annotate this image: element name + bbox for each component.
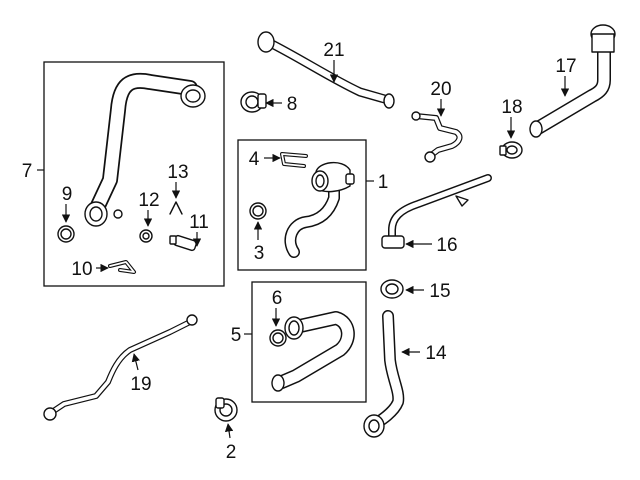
- callout-17: 17: [555, 56, 576, 77]
- group-box-1: [237, 139, 367, 271]
- part-6-oring: [269, 329, 287, 347]
- callout-18: 18: [501, 97, 522, 118]
- callout-4: 4: [249, 149, 260, 170]
- callout-11: 11: [189, 212, 209, 233]
- callout-14: 14: [425, 343, 447, 364]
- callout-1: 1: [378, 172, 389, 193]
- leader-19: [131, 353, 140, 371]
- part-10-clip: [108, 260, 136, 274]
- callout-9: 9: [62, 184, 73, 205]
- callout-7: 7: [22, 161, 33, 182]
- callout-8: 8: [287, 94, 298, 115]
- callout-20: 20: [430, 79, 451, 100]
- callout-15: 15: [429, 281, 450, 302]
- part-9-oring: [57, 225, 75, 243]
- callout-16: 16: [436, 235, 457, 256]
- callout-2: 2: [226, 442, 237, 463]
- callout-13: 13: [167, 162, 188, 183]
- group-box-5: [251, 281, 367, 403]
- callout-5: 5: [231, 325, 242, 346]
- part-11-sensor: [169, 234, 197, 252]
- callout-21: 21: [323, 40, 344, 61]
- part-12-oring: [139, 229, 153, 243]
- part-19-tube: [43, 314, 198, 421]
- leader-2: [224, 423, 234, 439]
- callout-6: 6: [272, 288, 283, 309]
- part-2-clamp: [214, 397, 238, 422]
- part-18-clamp: [499, 141, 523, 159]
- part-5-hose: [271, 311, 355, 392]
- part-8-clamp: [240, 91, 267, 113]
- callout-12: 12: [138, 190, 159, 211]
- callout-10: 10: [71, 259, 92, 280]
- callout-19: 19: [130, 374, 151, 395]
- part-20-tube: [411, 111, 463, 163]
- part-1-hose: [284, 162, 355, 258]
- part-17-pipe: [529, 24, 616, 138]
- part-15-clamp: [380, 279, 404, 299]
- part-4-clip: [280, 152, 308, 168]
- part-7-hose: [84, 72, 206, 227]
- group-box-7: [43, 61, 225, 287]
- part-14-hose: [363, 310, 405, 438]
- part-3-oring: [249, 202, 267, 220]
- callout-3: 3: [254, 243, 265, 264]
- part-21-pipe: [257, 31, 395, 109]
- part-16-pipe: [381, 174, 492, 249]
- part-13-clip: [169, 201, 183, 215]
